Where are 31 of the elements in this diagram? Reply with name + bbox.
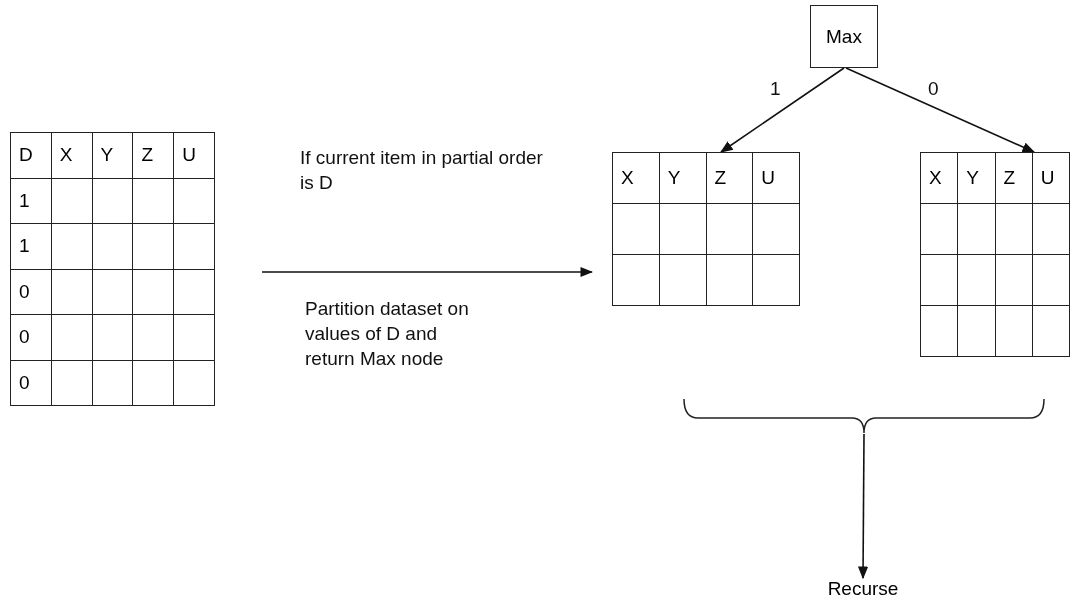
partition-table — [920, 152, 1070, 356]
table-cell-text: 0 — [19, 371, 30, 393]
partition-table — [612, 152, 800, 305]
table-cell-text: X — [621, 167, 634, 188]
table-cell-text: X — [59, 144, 73, 166]
data-table — [10, 132, 215, 405]
arrow — [857, 433, 869, 580]
table-cell-text: Z — [1003, 167, 1016, 188]
table-cell-text: 0 — [19, 280, 30, 302]
arrow — [261, 266, 594, 278]
arrow — [845, 67, 1036, 153]
branch-label: 0 — [928, 77, 940, 101]
condition-text: If current item in partial order is D — [300, 146, 544, 195]
table-cell-text: Z — [141, 144, 153, 166]
table-cell-text: U — [761, 167, 775, 188]
table-cell-text: D — [19, 144, 33, 166]
table-cell-text: 1 — [19, 189, 30, 211]
description-text: Partition dataset on values of D and return Max node — [305, 297, 470, 371]
table-cell-text: U — [1040, 167, 1055, 188]
table-cell-text: Y — [966, 167, 979, 188]
table-cell-text: U — [182, 144, 196, 166]
arrow — [720, 67, 845, 153]
table-cell-text: Y — [667, 167, 681, 188]
table-cell-text: Y — [100, 144, 114, 166]
recurse-text: Recurse — [825, 578, 901, 604]
branch-label: 1 — [770, 77, 782, 101]
table-cell-text: Z — [714, 167, 727, 188]
table-cell-text: 1 — [19, 235, 30, 257]
table-cell-text: X — [929, 167, 942, 188]
table-cell-text: 0 — [19, 326, 30, 348]
max-node-box: Max — [810, 5, 878, 68]
